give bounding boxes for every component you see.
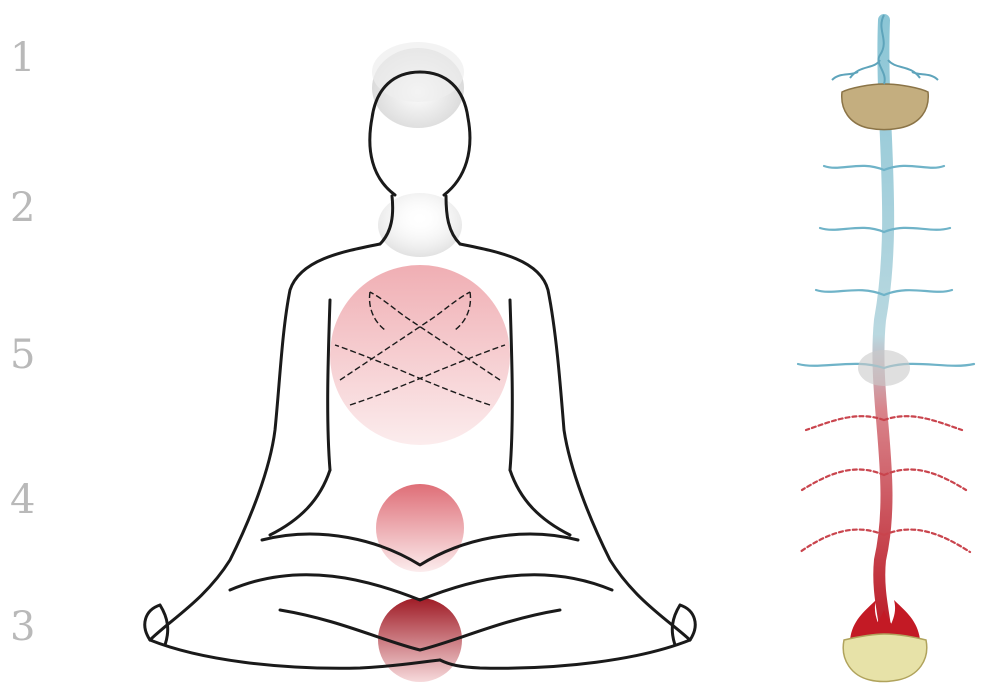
navel-center <box>376 484 464 572</box>
top-vase <box>842 84 929 130</box>
energy-channel-tree-illustration <box>780 0 990 687</box>
heart-center <box>330 265 510 445</box>
bottom-vase <box>843 634 927 682</box>
seated-figure-illustration <box>0 0 760 687</box>
mid-glow <box>858 350 910 386</box>
